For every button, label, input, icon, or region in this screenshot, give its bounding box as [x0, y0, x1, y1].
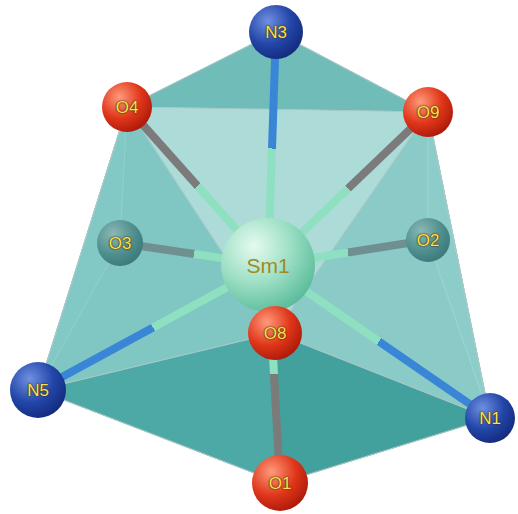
atom-label: N3 — [265, 24, 287, 41]
coordination-bond — [310, 243, 409, 258]
atom-label: N1 — [479, 410, 501, 427]
coordination-bond — [60, 285, 231, 378]
atom-label: O3 — [109, 235, 132, 252]
coordination-bond — [140, 246, 226, 259]
coordination-bond — [269, 56, 275, 222]
atom-label: O8 — [264, 325, 287, 342]
polyhedron-face — [38, 333, 280, 483]
atom-label: O2 — [417, 232, 440, 249]
atom-label: Sm1 — [246, 255, 289, 276]
polyhedron-hull — [38, 32, 490, 483]
ligand-atom: O9 — [403, 87, 453, 137]
metal-atom: Sm1 — [221, 218, 315, 312]
ligand-atom: N1 — [465, 393, 515, 443]
coordination-bond — [299, 128, 412, 236]
atom-label: O4 — [116, 99, 139, 116]
coordination-bond — [303, 289, 472, 405]
ligand-atom: O2 — [406, 218, 450, 262]
ligand-atom: O8 — [248, 306, 302, 360]
polyhedron-face — [275, 333, 490, 483]
ligand-atom: O1 — [252, 455, 308, 511]
atom-label: N5 — [27, 382, 49, 399]
atom-label: O9 — [417, 104, 440, 121]
ligand-atom: N5 — [10, 362, 66, 418]
ligand-atom: O3 — [97, 220, 143, 266]
atom-label: O1 — [269, 475, 292, 492]
ligand-atom: N3 — [249, 5, 303, 59]
ligand-atom: O4 — [102, 82, 152, 132]
coordination-bond — [142, 124, 240, 234]
